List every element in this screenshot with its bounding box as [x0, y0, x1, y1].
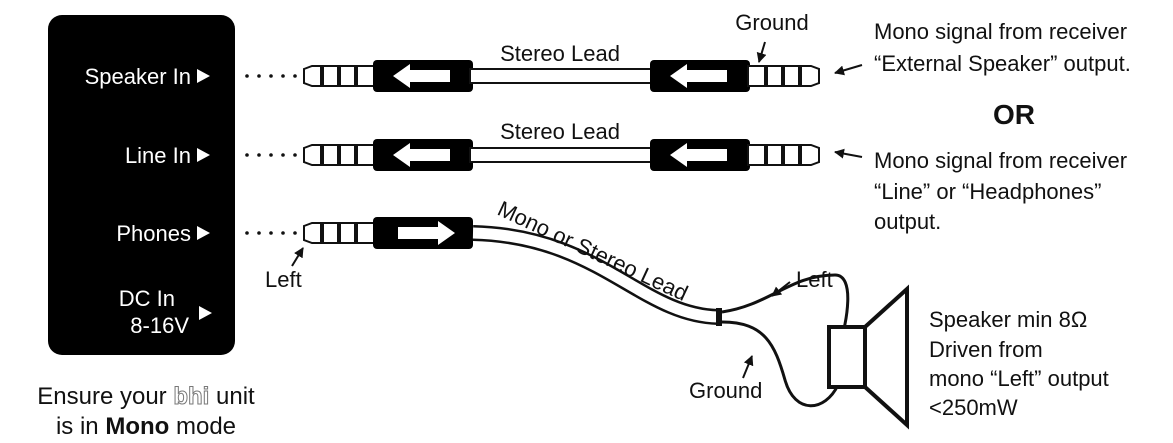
left-speaker-label: Left [796, 267, 833, 292]
mono-stereo-lead-phones [303, 217, 722, 326]
wire-ground [721, 320, 840, 408]
port-arrow-speaker-in [197, 69, 210, 83]
line-source-line-1: Mono signal from receiver [874, 148, 1127, 173]
port-label-dc-voltage: 8-16V [130, 313, 189, 338]
speaker-source-line-2: “External Speaker” output. [874, 51, 1131, 76]
bhi-unit-body [48, 15, 235, 355]
speaker-signal-arrow [834, 64, 863, 76]
stereo-lead-speaker [303, 60, 820, 92]
port-arrow-line-in [197, 148, 210, 162]
speaker-desc-line-2: Driven from [929, 337, 1043, 362]
line-source-line-2: “Line” or “Headphones” [874, 179, 1101, 204]
speaker-source-line-1: Mono signal from receiver [874, 19, 1127, 44]
ground-speaker-label: Ground [689, 378, 762, 403]
speaker-desc-line-4: <250mW [929, 395, 1018, 420]
ground-top-label: Ground [735, 10, 808, 35]
mono-note-line-2: is in Mono mode [56, 413, 236, 440]
ground-top-arrow [756, 41, 767, 63]
port-label-dc-in: DC In [119, 286, 175, 311]
mono-note-line-1: Ensure your bhi unit [37, 383, 255, 410]
speaker-icon [827, 284, 909, 430]
port-arrow-dc-in [199, 306, 212, 320]
dotted-connectors [245, 74, 297, 235]
mono-mode-emphasis: Mono [105, 413, 169, 440]
speaker-desc-line-1: Speaker min 8Ω [929, 307, 1087, 332]
line-source-line-3: output. [874, 209, 941, 234]
speaker-desc-line-3: mono “Left” output [929, 366, 1109, 391]
port-label-line-in: Line In [125, 143, 191, 168]
wire-left [721, 273, 850, 351]
mono-stereo-lead-label: Mono or Stereo Lead [494, 196, 692, 306]
left-speaker-arrow [771, 281, 791, 297]
stereo-lead-label-1: Stereo Lead [500, 41, 620, 66]
stereo-lead-label-2: Stereo Lead [500, 119, 620, 144]
left-phones-arrow [291, 247, 304, 267]
left-phones-label: Left [265, 267, 302, 292]
mono-note-suffix: unit [216, 383, 255, 410]
mono-note-prefix: Ensure your [37, 383, 166, 410]
mono-note-line2-prefix: is in [56, 413, 99, 440]
port-label-speaker-in: Speaker In [85, 64, 191, 89]
line-signal-arrow [834, 148, 863, 159]
brand-logo-text: bhi [173, 383, 209, 410]
port-label-phones: Phones [116, 221, 191, 246]
port-arrow-phones [197, 226, 210, 240]
or-label: OR [993, 99, 1035, 130]
stereo-lead-line [303, 139, 820, 171]
ground-speaker-arrow [742, 355, 754, 379]
mono-note-line2-suffix: mode [176, 413, 236, 440]
